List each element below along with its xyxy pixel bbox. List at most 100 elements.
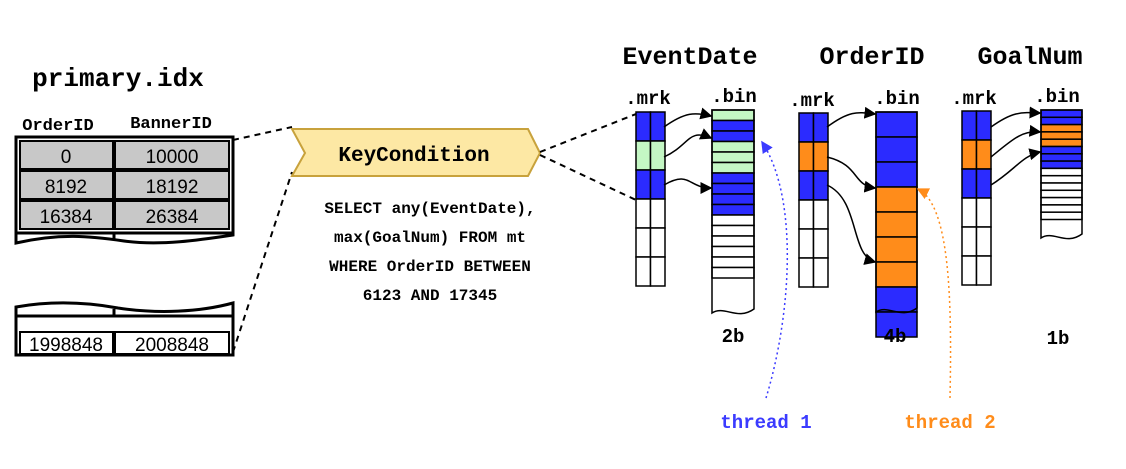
bin-cell <box>711 193 755 206</box>
bin-cell <box>875 136 918 163</box>
primary-index-header-orderid: OrderID <box>22 117 93 136</box>
mrk-cell <box>812 199 829 230</box>
primary-index-header-bannerid: BannerID <box>130 115 212 134</box>
mrk-cell <box>798 199 815 230</box>
bin-cell <box>1040 204 1083 213</box>
bin-cell <box>875 211 918 238</box>
mrk-cell <box>649 198 666 229</box>
mark-arrows <box>663 106 1042 265</box>
mrk-cell <box>812 170 829 201</box>
query-line: WHERE OrderID BETWEEN <box>329 258 531 276</box>
mrk-cell <box>649 111 666 142</box>
thread-2: thread 2 <box>904 188 996 434</box>
bin-cell <box>1040 160 1083 170</box>
mrk-file <box>961 110 992 286</box>
bin-cell <box>711 151 755 164</box>
mrk-cell <box>635 227 652 258</box>
primary-index-cell: 8192 <box>45 177 87 198</box>
mrk-cell <box>975 197 992 228</box>
bin-cell <box>711 224 755 237</box>
size-label: 1b <box>1047 328 1070 350</box>
mrk-cell <box>975 110 992 141</box>
primary-index-cell: 2008848 <box>135 335 209 356</box>
mrk-cell <box>649 227 666 258</box>
mrk-file <box>798 112 829 288</box>
primary-index-bottom-table: 1998848 2008848 <box>14 301 235 357</box>
mrk-cell <box>635 111 652 142</box>
mrk-cell <box>961 255 978 286</box>
bin-cell <box>711 119 755 132</box>
bin-cell <box>1040 174 1083 184</box>
thread-2-label: thread 2 <box>904 412 995 434</box>
bin-cell <box>875 261 918 288</box>
mrk-cell <box>961 168 978 199</box>
bin-cell <box>711 235 755 248</box>
bin-outline <box>875 111 918 314</box>
mrk-cell <box>975 226 992 257</box>
mrk-cell <box>635 256 652 287</box>
mark-arrow <box>990 124 1042 158</box>
bin-cell <box>875 186 918 213</box>
bin-outline <box>1040 109 1083 240</box>
mrk-cell <box>798 141 815 172</box>
size-label: 4b <box>884 326 907 348</box>
mrk-cell <box>961 226 978 257</box>
bin-file <box>711 109 755 315</box>
bin-cell <box>1040 109 1083 119</box>
mark-arrow <box>826 184 877 265</box>
mrk-cell <box>975 255 992 286</box>
mrk-cell <box>961 139 978 170</box>
bin-cell <box>711 182 755 195</box>
mrk-file <box>635 111 666 287</box>
mrk-cell <box>812 257 829 288</box>
bin-label: .bin <box>1034 86 1080 108</box>
mrk-cell <box>812 228 829 259</box>
mrk-cell <box>798 170 815 201</box>
thread-1-arrow <box>761 140 789 399</box>
column-name: EventDate <box>622 43 757 72</box>
mrk-cell <box>961 110 978 141</box>
bin-file <box>875 111 918 338</box>
primary-index-cell: 0 <box>61 147 72 168</box>
bin-cell <box>711 214 755 227</box>
key-condition-label: KeyCondition <box>338 145 489 168</box>
primary-index-cell: 16384 <box>40 207 93 228</box>
bin-cell <box>1040 123 1083 133</box>
connector-bottom <box>232 171 293 353</box>
key-to-mrk-bottom <box>539 154 637 201</box>
mark-arrow <box>826 106 877 128</box>
mrk-cell <box>961 197 978 228</box>
mrk-cell <box>635 169 652 200</box>
bin-cell <box>1040 145 1083 155</box>
bin-cell <box>711 161 755 174</box>
column-goalnum: GoalNum .mrk .bin 1b <box>951 43 1083 350</box>
bin-cell <box>875 161 918 188</box>
thread-1-label: thread 1 <box>720 412 811 434</box>
bin-cell <box>1040 131 1083 140</box>
mrk-label: .mrk <box>625 88 671 110</box>
bin-cell <box>1040 189 1083 199</box>
bin-cell <box>711 172 755 185</box>
primary-index-cell: 18192 <box>146 177 199 198</box>
primary-index: primary.idx OrderID BannerID 0 10000 819… <box>14 64 235 357</box>
mrk-cell <box>649 256 666 287</box>
query-line: SELECT any(EventDate), <box>324 200 535 218</box>
column-name: GoalNum <box>977 43 1082 72</box>
bin-cell <box>711 245 755 258</box>
key-condition: KeyCondition SELECT any(EventDate), max(… <box>290 128 542 305</box>
key-condition-shape <box>290 128 542 177</box>
primary-index-cell: 10000 <box>146 147 199 168</box>
bin-cell <box>1040 116 1083 126</box>
thread-1: thread 1 <box>720 140 812 434</box>
mark-arrow <box>663 128 713 158</box>
mrk-cell <box>649 140 666 171</box>
mark-arrow <box>663 178 713 194</box>
bin-cell <box>875 286 918 313</box>
bin-outline <box>711 109 755 315</box>
size-label: 2b <box>722 326 745 348</box>
mrk-cell <box>649 169 666 200</box>
query-line: max(GoalNum) FROM mt <box>334 229 526 247</box>
bin-cell <box>1040 182 1083 192</box>
mark-arrow <box>663 107 713 128</box>
bin-cell <box>875 311 918 338</box>
